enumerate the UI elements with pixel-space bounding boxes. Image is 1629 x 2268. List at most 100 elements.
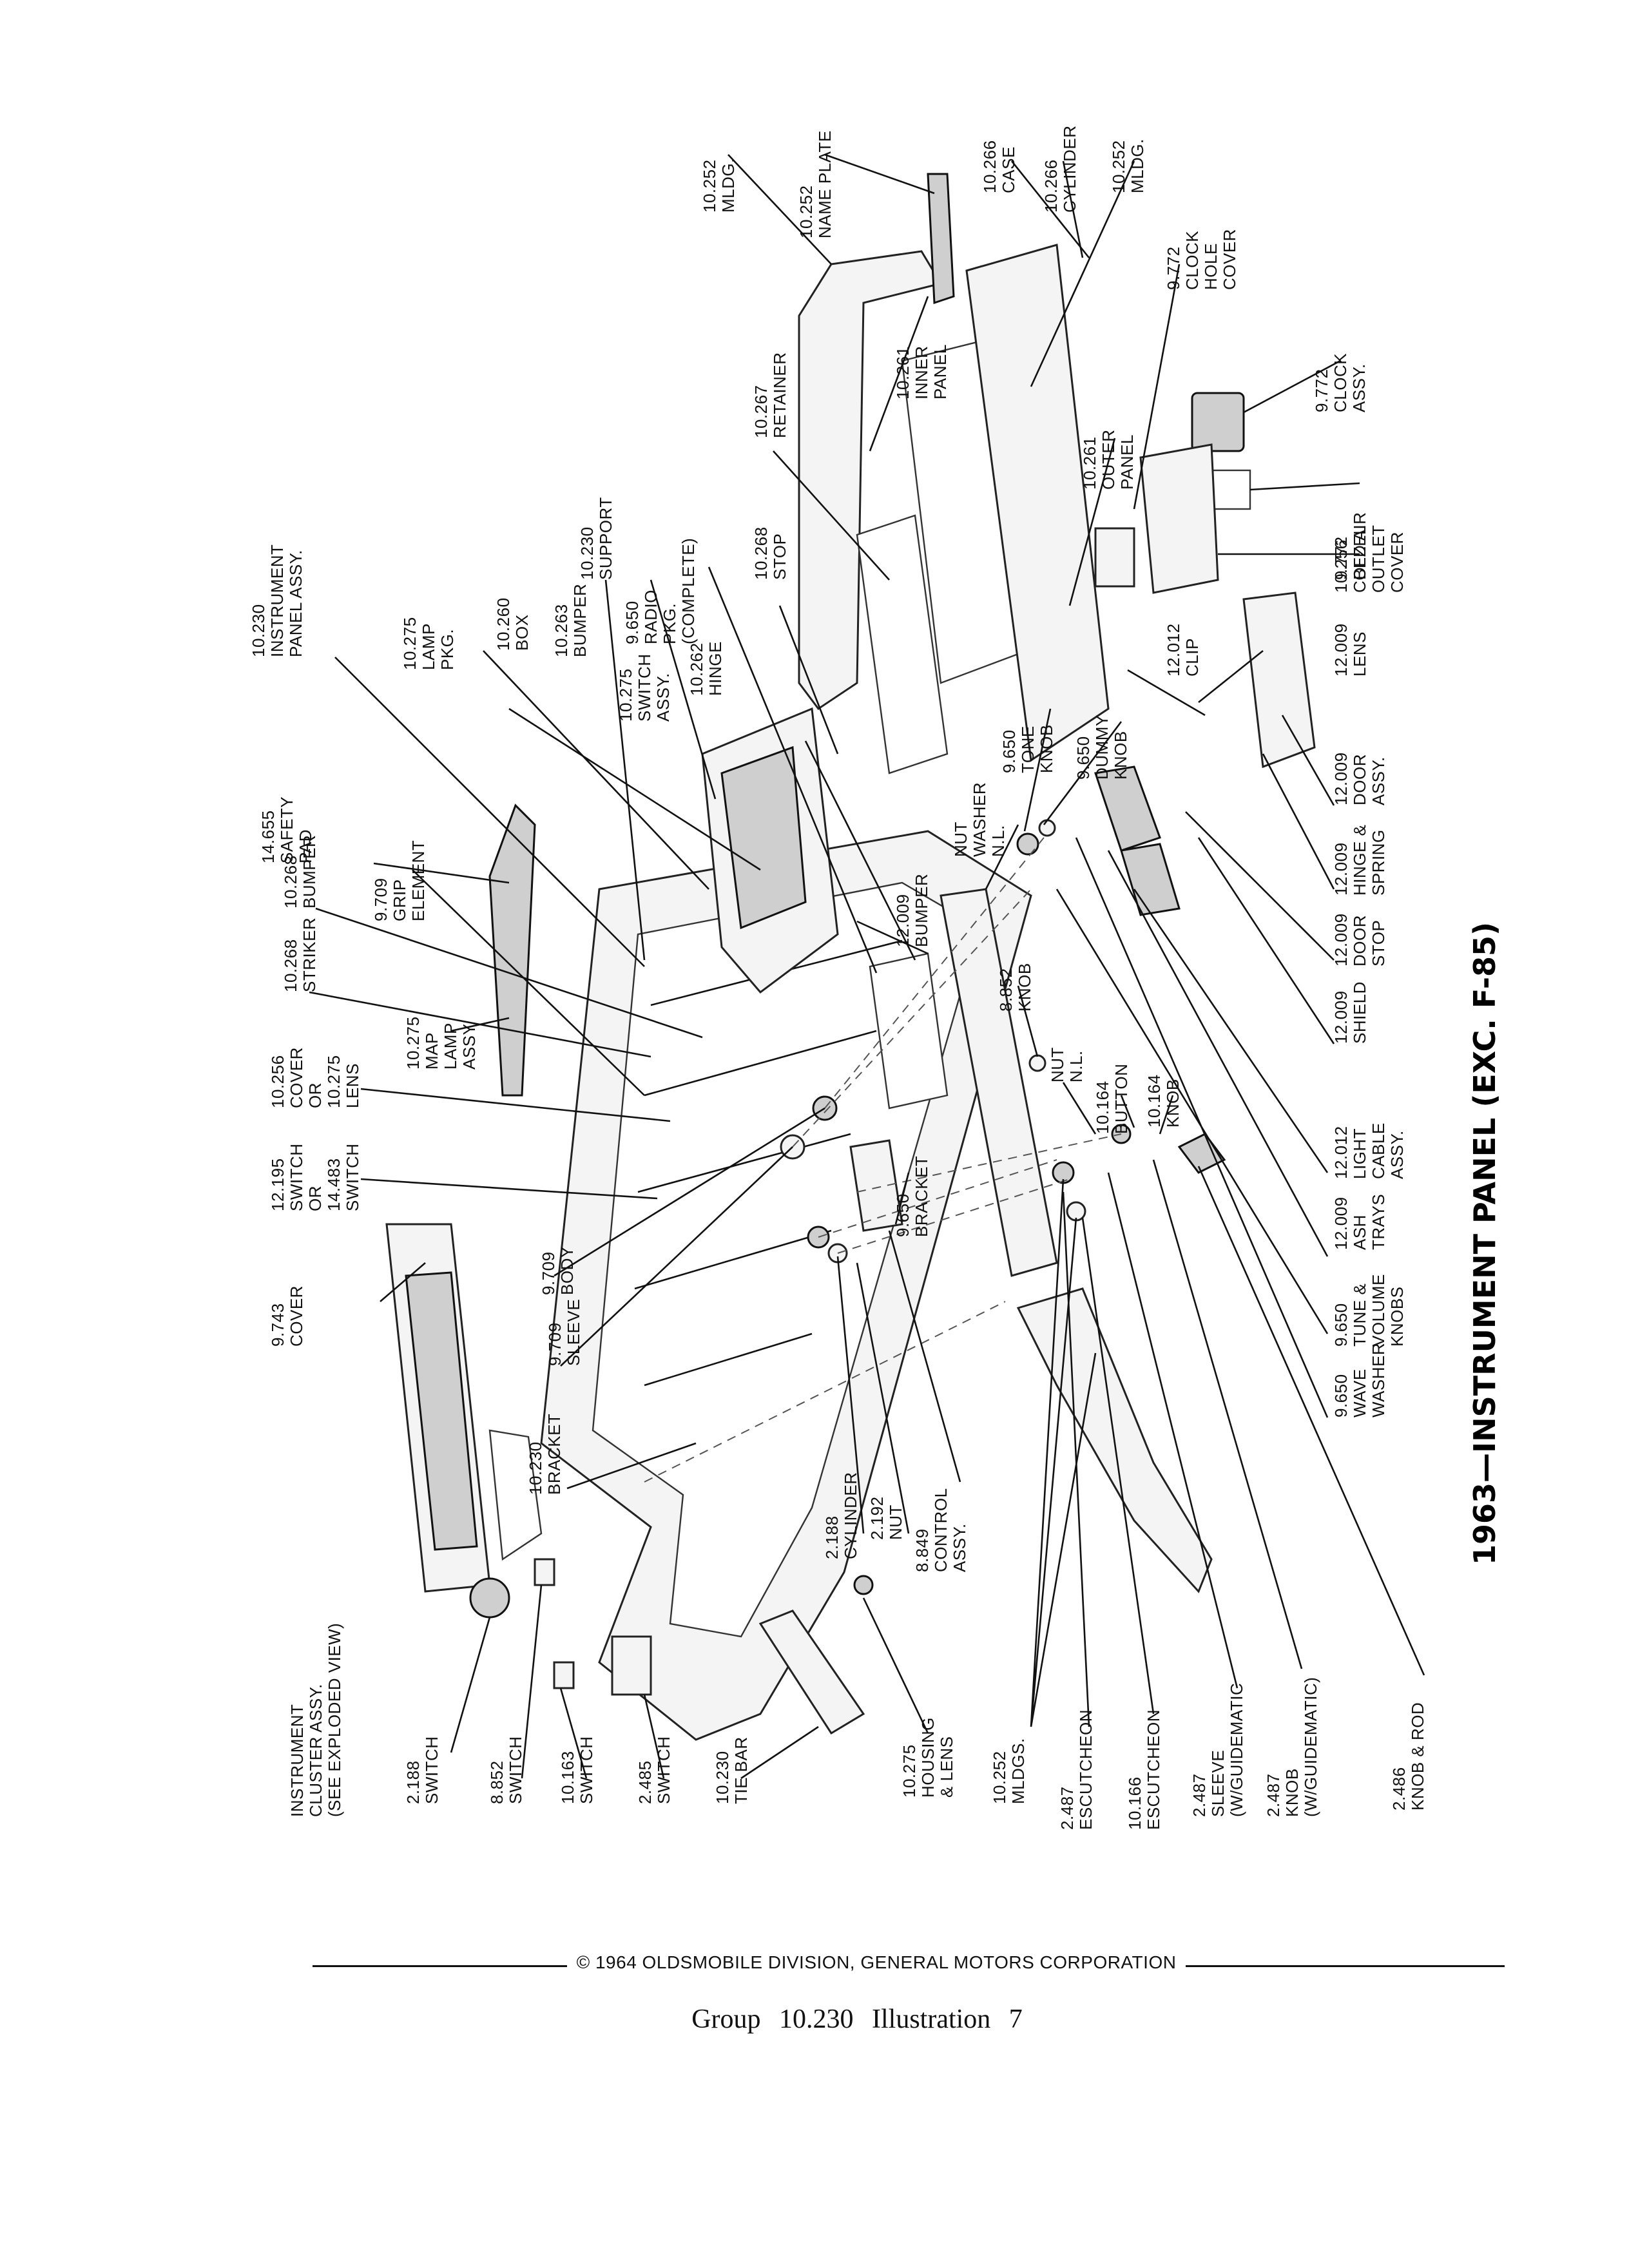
part-label-line: INSTRUMENT xyxy=(267,544,287,657)
part-label-p9772-clock-hole: 9.772CLOCKHOLECOVER xyxy=(1164,229,1239,290)
part-label-line: COVER xyxy=(1220,229,1239,290)
part-label-line: NUT xyxy=(1048,1047,1067,1082)
part-label-line: 8.849 xyxy=(912,1528,932,1572)
bezel xyxy=(1139,443,1219,594)
part-label-p10256-cold-air: 10.256COLD AIROUTLETCOVER xyxy=(1331,512,1407,593)
part-label-line: KNOB xyxy=(1163,1079,1182,1128)
part-label-p12009-lens: 12.009LENS xyxy=(1331,623,1369,677)
part-label-line: 10.261 xyxy=(1080,436,1099,490)
panel-inner-face xyxy=(592,881,981,1638)
part-label-line: 9.772 xyxy=(1312,369,1331,412)
part-label-line: MLDG. xyxy=(1128,139,1147,193)
part-label-p10261-outer: 10.261OUTERPANEL xyxy=(1080,430,1137,490)
part-label-line: 9.650 xyxy=(1074,736,1093,780)
part-label-line: TRAYS xyxy=(1369,1194,1388,1250)
part-label-line: 10.164 xyxy=(1144,1074,1164,1128)
part-label-p9650-bracket: 9.650BRACKET xyxy=(893,1156,931,1237)
part-label-line: INSTRUMENT xyxy=(287,1704,307,1817)
part-label-line: (SEE EXPLODED VIEW) xyxy=(325,1623,344,1817)
part-label-p12012-cable: 12.012LIGHTCABLEASSY. xyxy=(1331,1122,1407,1179)
part-label-p10268-stop: 10.268STOP xyxy=(751,526,789,580)
part-label-line: HINGE & xyxy=(1350,825,1369,896)
part-label-line: 12.012 xyxy=(1331,1126,1351,1179)
illustration-caption: Group 10.230 Illustration 7 xyxy=(691,2004,1023,2034)
part-label-line: 9.709 xyxy=(539,1251,558,1295)
part-label-line: DOOR xyxy=(1350,754,1369,805)
part-label-line: BEZEL xyxy=(1350,525,1369,580)
part-label-line: ASSY. xyxy=(653,673,673,722)
upper-molding xyxy=(798,250,943,711)
part-label-line: 2.487 xyxy=(1057,1786,1077,1830)
part-label-line: 10.263 xyxy=(552,604,571,657)
part-label-line: 10.275 xyxy=(403,1016,423,1070)
outer-panel xyxy=(965,244,1110,762)
part-label-p-nut-nl: NUTN.L. xyxy=(1048,1047,1086,1082)
part-label-p12009-door: 12.009DOORASSY. xyxy=(1331,752,1388,805)
part-label-line: ASSY. xyxy=(1369,756,1388,805)
part-label-p9772-bezel: 9.772BEZEL xyxy=(1331,525,1369,580)
clock-assy xyxy=(1191,392,1245,452)
part-label-p14655-pad: 14.655SAFETYPAD xyxy=(258,796,315,863)
part-label-line: BUMPER xyxy=(570,584,590,657)
part-label-line: 12.009 xyxy=(1331,842,1351,896)
part-label-p10261-inner: 10.261INNERPANEL xyxy=(893,344,950,399)
part-label-p2485-switch: 2.485SWITCH xyxy=(635,1736,673,1804)
part-label-line: DUMMY xyxy=(1092,715,1112,780)
part-label-line: 10.230 xyxy=(577,526,597,580)
part-label-line: WAVE xyxy=(1350,1369,1369,1418)
part-label-line: ASSY. xyxy=(950,1523,969,1572)
explosion-lines xyxy=(644,837,1122,1483)
part-label-p10230-support: 10.230SUPPORT xyxy=(577,497,615,580)
part-label-line: 8.852 xyxy=(487,1760,506,1804)
part-label-line: 2.188 xyxy=(403,1760,423,1804)
safety-pad xyxy=(488,803,536,1097)
part-label-line: 12.012 xyxy=(1164,623,1183,677)
switch-10163 xyxy=(553,1661,575,1689)
part-label-line: 2.487 xyxy=(1264,1773,1283,1817)
part-label-p10163-switch: 10.163SWITCH xyxy=(558,1736,596,1804)
part-label-p9772-clock: 9.772CLOCKASSY. xyxy=(1312,353,1369,412)
part-label-line: & LENS xyxy=(937,1736,956,1798)
part-label-p10252-mldgs: 10.252MLDGS. xyxy=(990,1738,1028,1804)
part-label-line: SLEEVE xyxy=(1208,1750,1228,1817)
part-label-line: HOUSING xyxy=(918,1717,938,1798)
part-label-line: 10.252 xyxy=(796,185,816,238)
part-label-line: 10.230 xyxy=(713,1751,732,1804)
part-label-line: CLOCK xyxy=(1182,231,1202,290)
part-label-line: STOP xyxy=(770,533,789,580)
part-label-line: GRIP xyxy=(390,879,409,921)
part-label-p-cluster: INSTRUMENTCLUSTER ASSY.(SEE EXPLODED VIE… xyxy=(287,1623,344,1817)
part-label-line: ESCUTCHEON xyxy=(1076,1709,1095,1830)
part-label-p9709-grip: 9.709GRIPELEMENT xyxy=(371,840,428,921)
part-label-line: 10.256 xyxy=(268,1055,287,1108)
part-label-line: 10.252 xyxy=(990,1751,1009,1804)
copyright-line: © 1964 OLDSMOBILE DIVISION, GENERAL MOTO… xyxy=(567,1952,1186,1973)
part-label-p10275-lamp-pkg: 10.275LAMPPKG. xyxy=(400,617,457,670)
part-label-line: 2.487 xyxy=(1190,1773,1209,1817)
part-label-line: ASSY. xyxy=(459,1021,479,1070)
part-label-line: BUMPER xyxy=(300,835,319,908)
part-label-line: BRACKET xyxy=(545,1414,564,1495)
part-label-p9709-body: 9.709BODY xyxy=(539,1246,577,1295)
part-label-line: TIE BAR xyxy=(731,1736,751,1804)
part-label-line: NUT xyxy=(951,822,970,857)
part-label-p10164-button: 10.164BUTTON xyxy=(1093,1064,1131,1134)
part-label-line: LAMP xyxy=(419,623,438,670)
part-label-p10164-knob: 10.164KNOB xyxy=(1144,1074,1182,1128)
part-label-line: 12.009 xyxy=(1331,623,1351,677)
part-label-line: KNOBS xyxy=(1387,1286,1407,1347)
part-label-line: LAMP xyxy=(441,1023,460,1070)
footer-rule-left xyxy=(313,1965,583,1967)
part-label-line: 10.268 xyxy=(751,526,771,580)
part-label-line: SWITCH xyxy=(654,1736,673,1804)
part-label-p10268-striker: 10.268STRIKER xyxy=(281,918,319,992)
part-label-line: KNOB xyxy=(1037,724,1056,773)
part-label-line: OUTLET xyxy=(1369,524,1388,593)
part-label-line: CLUSTER ASSY. xyxy=(306,1684,325,1817)
ash-trays xyxy=(1094,765,1181,916)
part-label-p10275-map: 10.275MAPLAMPASSY. xyxy=(403,1016,479,1070)
part-label-line: MAP xyxy=(422,1032,441,1070)
part-label-line: 2.192 xyxy=(867,1496,887,1540)
